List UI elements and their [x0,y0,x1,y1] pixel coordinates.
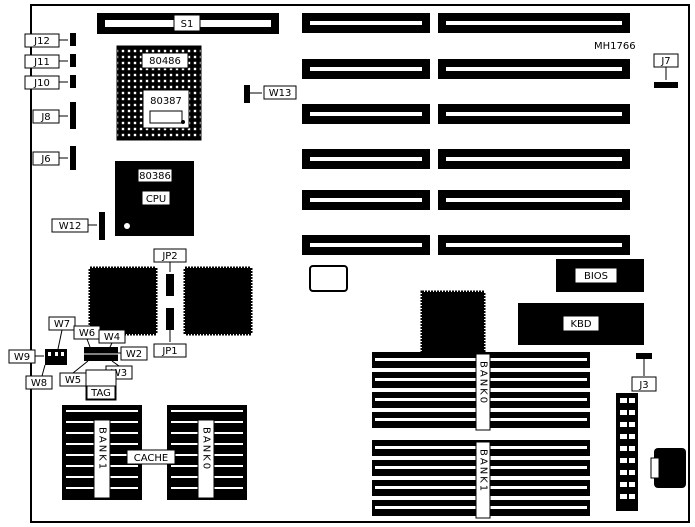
svg-text:J12: J12 [33,36,50,47]
simm-bank0: BANK0 [372,352,590,431]
svg-text:W3: W3 [111,368,127,379]
jumper-w9: W9 [8,349,44,364]
cpu-label: CPU [146,194,166,205]
kbd-label: KBD [570,319,591,330]
jumper-w2: W2 [120,346,148,361]
svg-text:W2: W2 [126,349,142,360]
coprocessor-label: 80387 [150,96,182,107]
s1-label: S1 [181,19,194,30]
cache-sram-bank0: BANK0 [167,405,247,500]
jumper-j8: J8 [32,102,76,129]
socket-80486-label: 80486 [149,56,181,67]
svg-text:J10: J10 [33,78,50,89]
keyboard-connector [654,448,686,488]
chipset-chip-center [420,290,486,354]
svg-text:J7: J7 [660,56,670,67]
jumper-w5: W5 [59,372,87,387]
svg-text:W9: W9 [14,352,30,363]
jumper-j3: J3 [631,353,657,392]
svg-text:W6: W6 [79,328,95,339]
svg-text:J11: J11 [33,57,50,68]
jumper-j10: J10 [24,75,76,90]
cache-label-box [126,449,176,465]
svg-text:W5: W5 [65,375,81,386]
jumper-w12: W12 [51,212,105,240]
jumper-pins-w9-w7 [45,349,67,365]
chipset-chip-right [183,266,253,336]
svg-text:W12: W12 [59,221,82,232]
svg-text:BANK0: BANK0 [201,427,212,471]
jumper-w7: W7 [48,316,76,331]
oscillator [309,265,348,292]
svg-text:JP1: JP1 [161,346,177,357]
cpu-chip-label: 80386 [139,171,171,182]
svg-text:BANK1: BANK1 [97,427,108,471]
svg-text:BANK1: BANK1 [478,449,489,493]
jumper-jp2: JP2 [153,248,187,296]
jumper-w13: W13 [244,85,297,103]
svg-text:J6: J6 [40,154,50,165]
simm-bank1: BANK1 [372,440,590,519]
cache-label: CACHE [134,453,168,464]
diagram-id-code: MH1766 [594,41,636,52]
chipset-chip-left [88,266,158,336]
svg-text:W8: W8 [31,378,47,389]
jumper-w8: W8 [25,375,53,390]
svg-text:W7: W7 [54,319,70,330]
svg-text:BANK0: BANK0 [478,361,489,405]
svg-text:J3: J3 [638,380,648,391]
bios-label: BIOS [584,271,608,282]
svg-text:J8: J8 [40,112,50,123]
tag-label: TAG [90,388,111,399]
jumper-j12: J12 [24,33,76,48]
jumper-w4: W4 [98,329,126,344]
svg-text:W4: W4 [104,332,120,343]
jumper-j6: J6 [32,146,76,170]
jumper-j7: J7 [653,53,679,88]
jumper-jp1: JP1 [153,308,187,358]
jumper-w6: W6 [73,325,101,340]
svg-text:W13: W13 [269,88,292,99]
jumper-j11: J11 [24,54,76,69]
svg-text:JP2: JP2 [161,251,177,262]
